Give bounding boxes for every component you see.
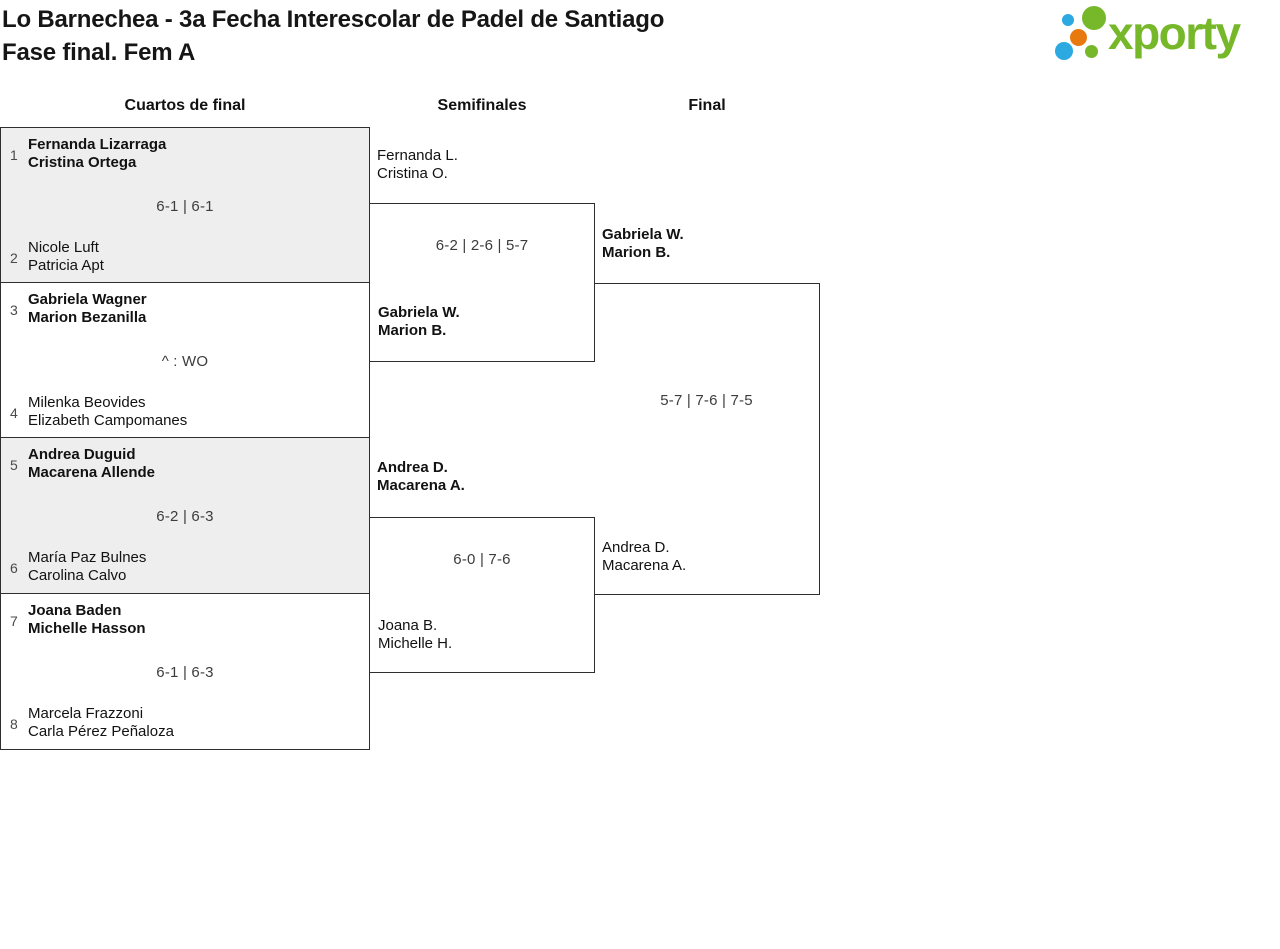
player-name: Carla Pérez Peñaloza <box>28 723 174 740</box>
player-name: Andrea D. <box>377 459 448 476</box>
player-name: Elizabeth Campomanes <box>28 412 188 429</box>
team-pair: María Paz Bulnes Carolina Calvo <box>28 549 146 585</box>
player-name: Macarena A. <box>377 477 465 494</box>
logo-dot-green-large <box>1082 6 1106 30</box>
player-name: Patricia Apt <box>28 257 104 274</box>
match-score: 6-0 | 7-6 <box>453 551 511 568</box>
player-name: Joana Baden <box>28 602 122 619</box>
quarterfinal-match-3: 5 Andrea Duguid Macarena Allende 6-2 | 6… <box>0 437 370 594</box>
team-pair: Joana Baden Michelle Hasson <box>28 602 146 638</box>
player-name: Macarena A. <box>602 557 687 574</box>
player-name: María Paz Bulnes <box>28 549 147 566</box>
seed-number: 8 <box>10 716 18 732</box>
team-pair: Milenka Beovides Elizabeth Campomanes <box>28 394 187 430</box>
final-team-b: Andrea D. Macarena A. <box>602 539 686 575</box>
player-name: Macarena Allende <box>28 464 155 481</box>
player-name: Nicole Luft <box>28 239 99 256</box>
team-pair: Marcela Frazzoni Carla Pérez Peñaloza <box>28 705 174 741</box>
round-header-semifinals: Semifinales <box>437 97 527 114</box>
semifinal-2-box: 6-0 | 7-6 Joana B. Michelle H. <box>369 517 595 673</box>
final-box: 5-7 | 7-6 | 7-5 Andrea D. Macarena A. <box>594 283 820 595</box>
logo-dot-blue-small <box>1062 14 1074 26</box>
match-score: 6-1 | 6-1 <box>156 198 214 215</box>
player-name: Gabriela W. <box>602 226 684 243</box>
match-score: 6-1 | 6-3 <box>156 664 214 681</box>
round-header-quarterfinals: Cuartos de final <box>124 97 246 114</box>
seed-number: 2 <box>10 250 18 266</box>
logo-dot-orange <box>1070 29 1087 46</box>
player-name: Cristina O. <box>377 165 448 182</box>
seed-number: 5 <box>10 457 18 473</box>
player-name: Fernanda L. <box>377 147 458 164</box>
team-pair: Gabriela Wagner Marion Bezanilla <box>28 291 147 327</box>
player-name: Marion B. <box>378 322 447 339</box>
player-name: Michelle H. <box>378 635 453 652</box>
page-title: Lo Barnechea - 3a Fecha Interescolar de … <box>2 3 664 69</box>
seed-number: 4 <box>10 405 18 421</box>
player-name: Marion Bezanilla <box>28 309 147 326</box>
match-score-walkover: ^ : WO <box>161 353 209 370</box>
seed-number: 1 <box>10 147 18 163</box>
semifinal-1-box: 6-2 | 2-6 | 5-7 Gabriela W. Marion B. <box>369 203 595 362</box>
xporty-logo[interactable] <box>1050 0 1280 72</box>
player-name: Gabriela W. <box>378 304 460 321</box>
seed-number: 3 <box>10 302 18 318</box>
player-name: Joana B. <box>378 617 438 634</box>
phase-name: Fase final. Fem A <box>2 39 196 66</box>
team-pair: Fernanda Lizarraga Cristina Ortega <box>28 136 166 172</box>
quarterfinal-match-2: 3 Gabriela Wagner Marion Bezanilla ^ : W… <box>0 282 370 438</box>
player-name: Michelle Hasson <box>28 620 146 637</box>
match-score: 6-2 | 6-3 <box>156 508 214 525</box>
logo-wordmark: xporty <box>1108 7 1241 59</box>
round-header-final: Final <box>688 97 726 114</box>
seed-number: 7 <box>10 613 18 629</box>
final-team-a: Gabriela W. Marion B. <box>602 226 684 262</box>
team-pair: Nicole Luft Patricia Apt <box>28 239 104 275</box>
player-name: Fernanda Lizarraga <box>28 136 167 153</box>
player-name: Gabriela Wagner <box>28 291 147 308</box>
semifinal-2-team-a: Andrea D. Macarena A. <box>377 459 465 495</box>
logo-dot-green-small <box>1085 45 1098 58</box>
team-pair: Andrea Duguid Macarena Allende <box>28 446 155 482</box>
player-name: Andrea Duguid <box>28 446 136 463</box>
player-name: Milenka Beovides <box>28 394 146 411</box>
quarterfinal-match-1: 1 Fernanda Lizarraga Cristina Ortega 6-1… <box>0 127 370 283</box>
player-name: Marion B. <box>602 244 671 261</box>
quarterfinal-match-4: 7 Joana Baden Michelle Hasson 6-1 | 6-3 … <box>0 593 370 750</box>
player-name: Carolina Calvo <box>28 567 127 584</box>
match-score: 6-2 | 2-6 | 5-7 <box>435 237 529 254</box>
tournament-name: Lo Barnechea - 3a Fecha Interescolar de … <box>2 6 665 33</box>
semifinal-1-team-a: Fernanda L. Cristina O. <box>377 147 458 183</box>
player-name: Marcela Frazzoni <box>28 705 144 722</box>
semifinal-1-team-b: Gabriela W. Marion B. <box>378 304 460 340</box>
match-score: 5-7 | 7-6 | 7-5 <box>660 392 753 409</box>
player-name: Andrea D. <box>602 539 670 556</box>
player-name: Cristina Ortega <box>28 154 137 171</box>
logo-dot-blue-large <box>1055 42 1073 60</box>
seed-number: 6 <box>10 560 18 576</box>
semifinal-2-team-b: Joana B. Michelle H. <box>378 617 452 653</box>
